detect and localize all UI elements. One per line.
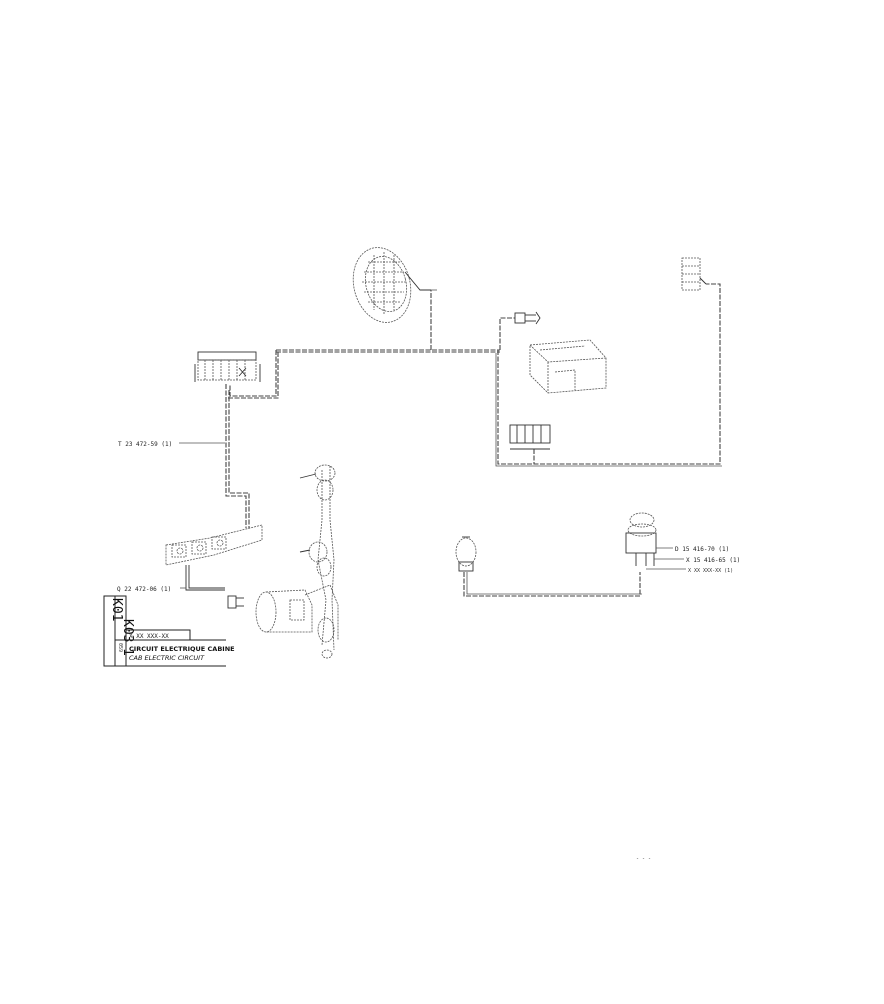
label-switch-a: D 15 416-70 (1) <box>675 546 729 553</box>
switch-plate <box>165 524 263 591</box>
control-unit <box>529 339 607 394</box>
title-en: CAB ELECTRIC CIRCUIT <box>129 654 205 662</box>
push-switch <box>625 512 657 566</box>
leader-lines <box>179 442 686 589</box>
code-k01: K01 <box>109 598 124 621</box>
label-switch-c: X XX XXX-XX (1) <box>688 568 733 574</box>
label-switch-b: X 15 416-65 (1) <box>686 557 740 564</box>
ref-number: X XX XXX-XX <box>129 633 169 640</box>
code-k03: K03 <box>120 619 135 642</box>
fuse-box <box>194 351 261 382</box>
lower-harness <box>463 572 642 597</box>
code-1: 1 <box>120 648 135 656</box>
vertical-cable-assembly <box>299 464 336 659</box>
title-block: K01 K03 1 X XX XXX-XX 059 CIRCUIT ELECTR… <box>103 595 235 667</box>
page-mark: - - - <box>636 856 651 862</box>
top-right-connector <box>681 257 707 291</box>
label-harness-cab: Q 22 472-06 (1) <box>117 586 171 593</box>
plug-connector <box>514 311 541 325</box>
label-harness-main: T 23 472-59 (1) <box>118 441 172 448</box>
title-fr: CIRCUIT ELECTRIQUE CABINE <box>129 645 235 653</box>
beacon-lamp <box>352 247 431 323</box>
wiper-motor <box>255 584 339 640</box>
lower-left-lamp <box>455 536 477 572</box>
main-harness <box>225 283 722 528</box>
cab-plug <box>227 595 244 609</box>
page-number: 059 <box>117 643 123 652</box>
relay-block <box>509 424 551 450</box>
